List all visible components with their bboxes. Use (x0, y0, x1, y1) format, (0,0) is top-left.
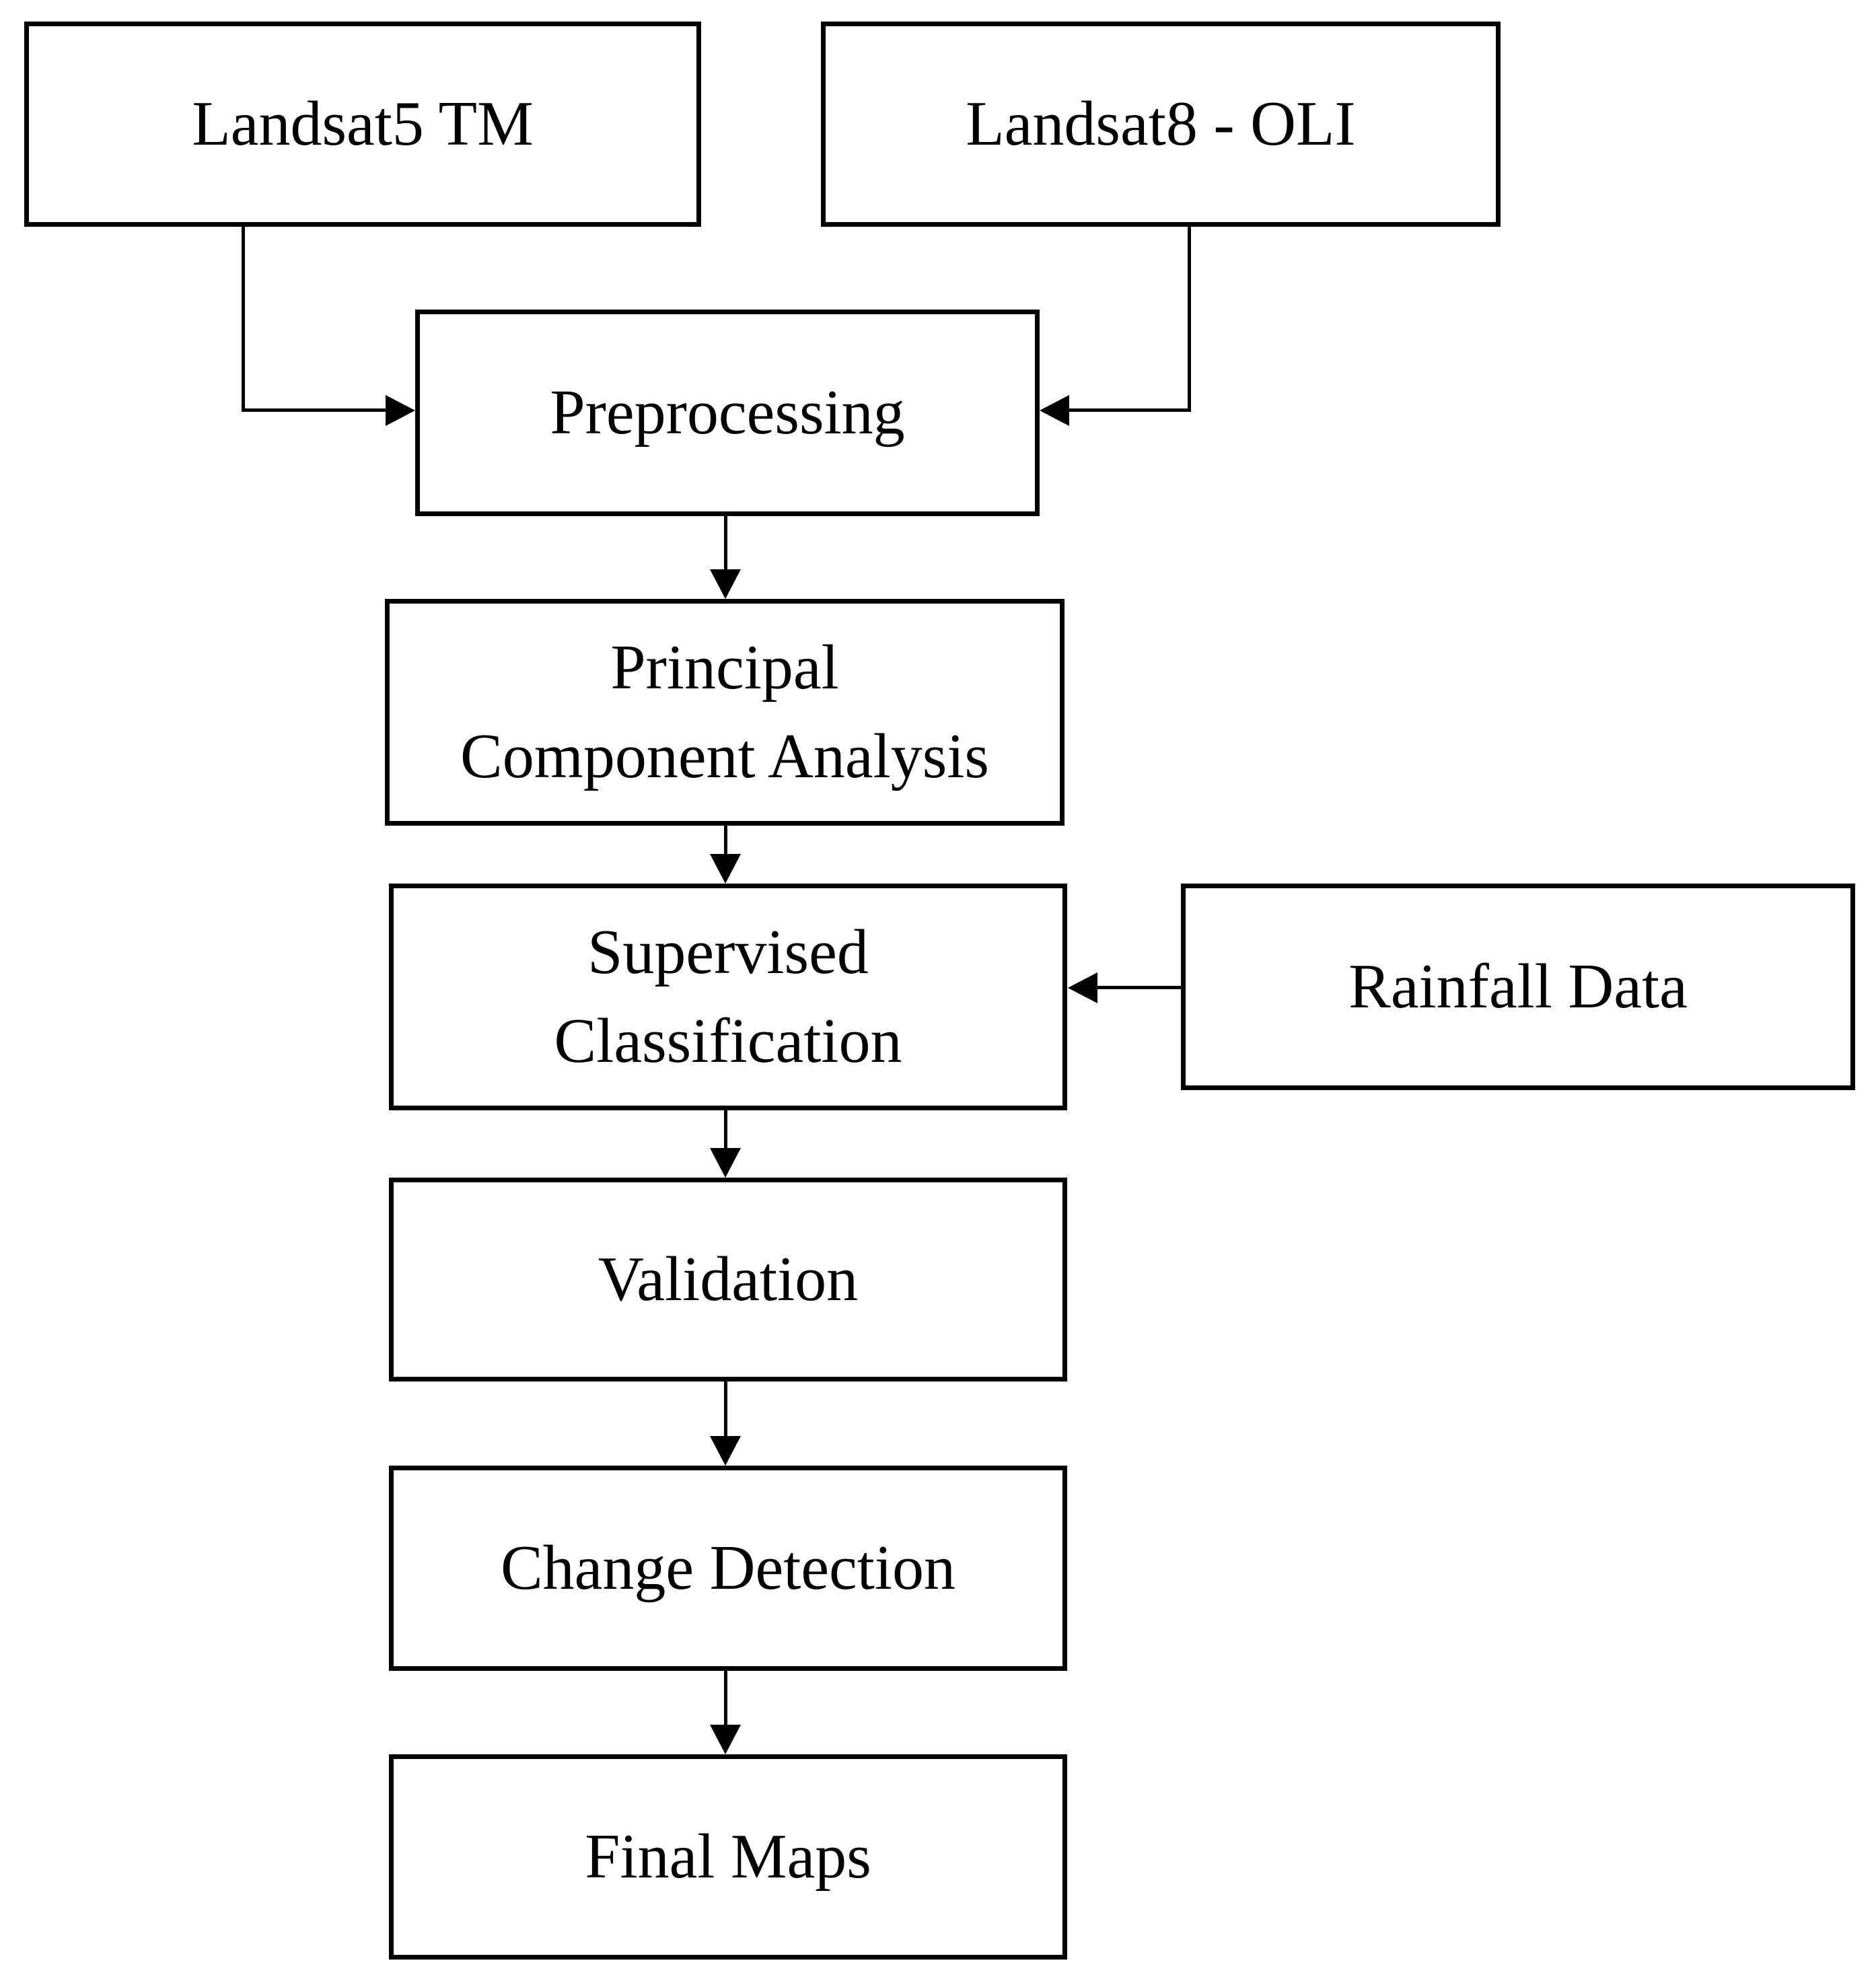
connector-landsat5-horizontal (242, 408, 387, 412)
arrowhead-left-icon (1068, 972, 1097, 1003)
node-rainfall-data: Rainfall Data (1181, 884, 1855, 1090)
node-landsat5-tm: Landsat5 TM (24, 22, 701, 227)
connector-supervised-validation (724, 1110, 727, 1150)
node-change-detection: Change Detection (389, 1466, 1067, 1671)
arrowhead-down-icon (710, 1725, 741, 1754)
connector-change-final (724, 1671, 727, 1727)
connector-landsat8-horizontal (1069, 408, 1191, 412)
node-preprocessing: Preprocessing (415, 310, 1040, 516)
connector-rainfall-supervised (1096, 986, 1181, 989)
arrowhead-down-icon (710, 1436, 741, 1466)
arrowhead-left-icon (1040, 395, 1069, 426)
connector-pca-supervised (724, 826, 727, 856)
arrowhead-right-icon (386, 395, 415, 426)
connector-validation-change (724, 1382, 727, 1438)
node-landsat8-oli: Landsat8 - OLI (821, 22, 1501, 227)
arrowhead-down-icon (710, 1148, 741, 1178)
connector-preprocessing-pca (724, 516, 727, 571)
node-principal-component-analysis: Principal Component Analysis (385, 599, 1065, 826)
arrowhead-down-icon (710, 569, 741, 599)
connector-landsat5-vertical (242, 227, 245, 410)
node-final-maps: Final Maps (389, 1754, 1067, 1960)
node-validation: Validation (389, 1178, 1067, 1382)
arrowhead-down-icon (710, 854, 741, 884)
connector-landsat8-vertical (1188, 227, 1191, 410)
node-supervised-classification: Supervised Classification (389, 884, 1067, 1110)
